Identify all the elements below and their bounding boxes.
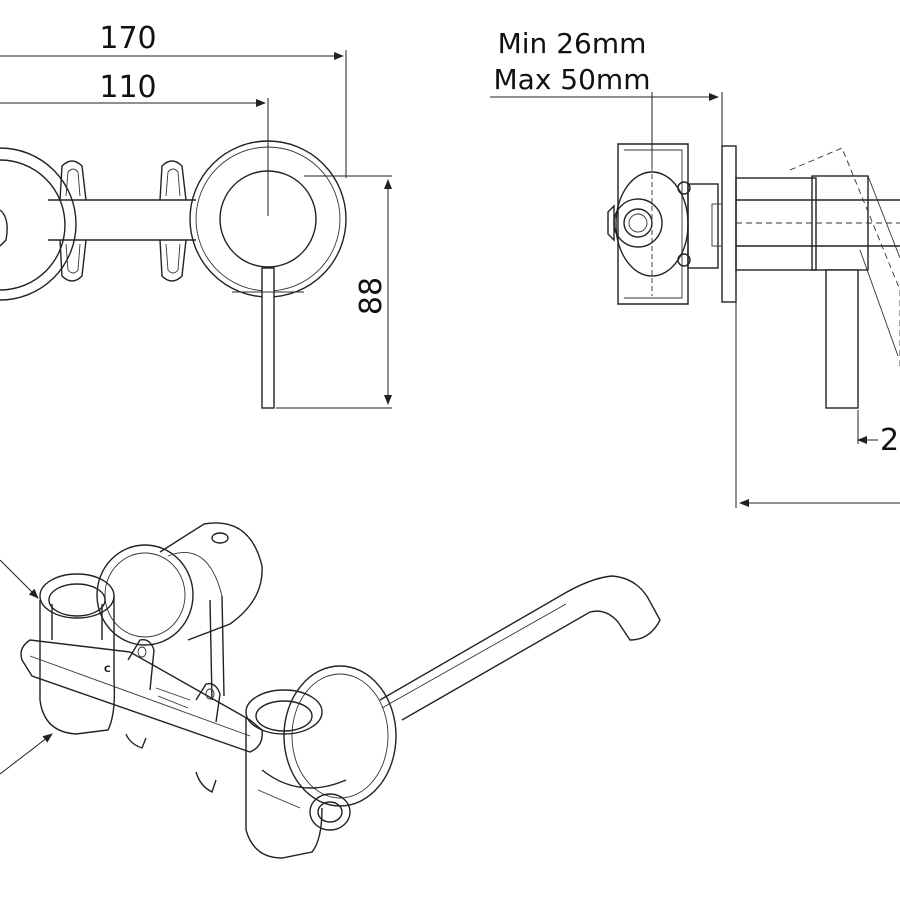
body-marking-c: C — [104, 665, 111, 675]
dimension-side-bottom: 2 — [735, 302, 900, 508]
left-cover-plate — [0, 147, 77, 301]
lever-handle-side — [825, 269, 859, 409]
dimension-label-2: 2 — [880, 423, 899, 458]
dimension-88: 88 — [276, 175, 392, 409]
dimension-wall-range: Min 26mm Max 50mm — [490, 27, 723, 168]
dimension-170: 170 — [0, 21, 347, 178]
mixer-lever-handle — [261, 267, 275, 409]
wall-cover-plate-side — [721, 145, 737, 303]
mixer-cover-plate — [189, 140, 347, 409]
spout-and-handle-side — [735, 147, 900, 409]
valve-body-side — [607, 143, 723, 305]
wall-range-max-label: Max 50mm — [494, 63, 651, 96]
valve-body-iso: C — [20, 573, 263, 793]
dimension-110: 110 — [0, 70, 269, 216]
dimension-label-88: 88 — [354, 277, 389, 315]
side-view: Min 26mm Max 50mm — [490, 27, 900, 508]
isometric-view: C — [0, 522, 661, 859]
wall-range-min-label: Min 26mm — [498, 27, 647, 60]
front-view: 170 110 88 — [0, 21, 392, 409]
cartridge-housing-iso — [96, 522, 263, 701]
dimension-label-170: 170 — [99, 21, 156, 56]
outlet-plate-iso — [245, 665, 397, 859]
spout-iso — [379, 575, 661, 721]
dimension-label-110: 110 — [99, 70, 156, 105]
mixer-body-bar — [48, 160, 196, 282]
handle-hub — [219, 170, 317, 268]
